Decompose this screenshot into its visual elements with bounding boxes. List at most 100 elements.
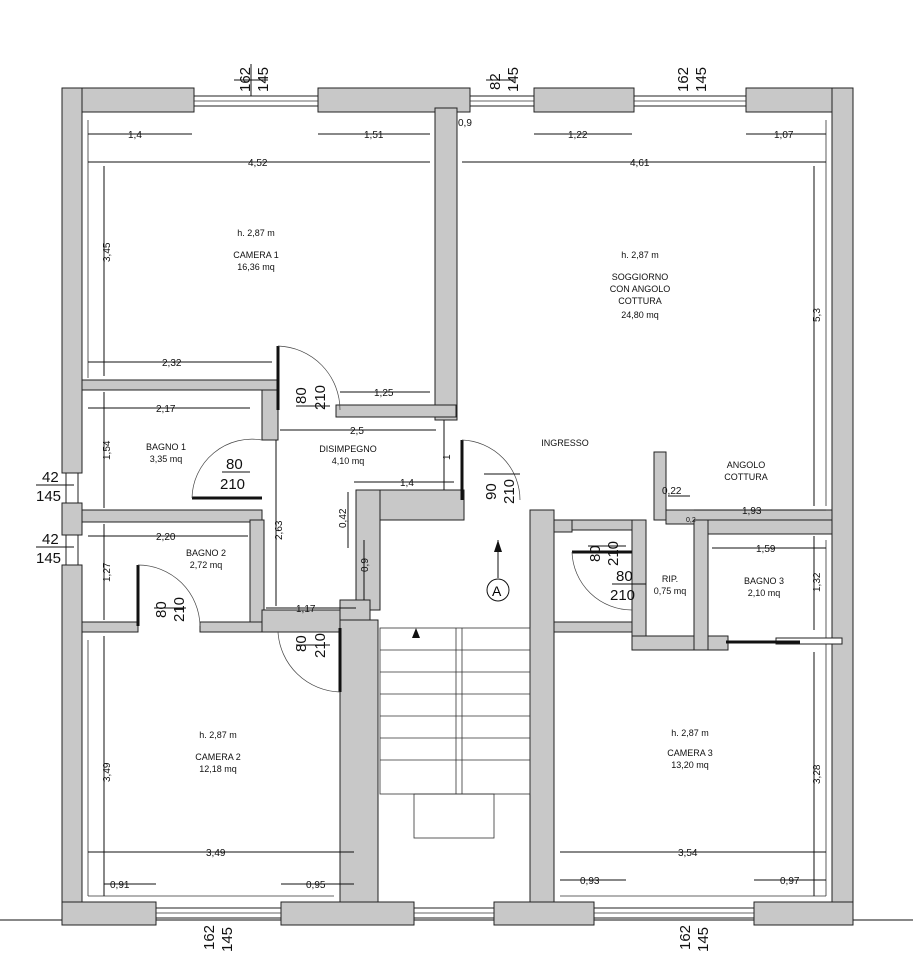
svg-text:42: 42 [42,469,59,486]
door-label-camera2: 80 210 [293,633,330,658]
door-label-bagno2: 80 210 [153,597,188,622]
svg-text:0,9: 0,9 [458,118,472,129]
door-label-camera1: 80 210 [293,385,330,410]
svg-text:0,93: 0,93 [580,876,600,887]
svg-text:16,36 mq: 16,36 mq [237,262,275,272]
svg-text:210: 210 [312,385,329,410]
room-label-rip: RIP. 0,75 mq [654,574,687,596]
svg-text:42: 42 [42,531,59,548]
svg-text:DISIMPEGNO: DISIMPEGNO [319,444,377,454]
svg-text:0,75 mq: 0,75 mq [654,586,687,596]
svg-text:24,80 mq: 24,80 mq [621,310,659,320]
svg-text:BAGNO 3: BAGNO 3 [744,576,784,586]
svg-text:0,42: 0,42 [338,508,349,528]
svg-text:90: 90 [483,483,500,500]
svg-text:210: 210 [501,479,518,504]
svg-text:3,35 mq: 3,35 mq [150,454,183,464]
svg-text:210: 210 [610,587,635,604]
svg-text:80: 80 [226,456,243,473]
svg-text:80: 80 [153,601,170,618]
svg-text:1,4: 1,4 [128,130,142,141]
door-label-bagno1: 80 210 [220,456,250,493]
svg-text:210: 210 [220,476,245,493]
svg-text:4,10 mq: 4,10 mq [332,456,365,466]
svg-text:145: 145 [36,488,61,505]
svg-text:CAMERA 2: CAMERA 2 [195,752,241,762]
svg-text:2,32: 2,32 [162,358,182,369]
svg-text:145: 145 [255,67,272,92]
svg-text:COTTURA: COTTURA [724,472,768,482]
svg-text:RIP.: RIP. [662,574,678,584]
wall-inner-lines [87,120,827,897]
svg-text:0,22: 0,22 [662,486,682,497]
door-label-rip: 80 210 [587,541,626,566]
svg-text:A: A [492,583,502,599]
svg-text:80: 80 [293,635,310,652]
svg-text:h. 2,87 m: h. 2,87 m [199,730,237,740]
svg-text:4,61: 4,61 [630,158,650,169]
svg-text:CAMERA 1: CAMERA 1 [233,250,279,260]
svg-text:1,25: 1,25 [374,388,394,399]
svg-text:145: 145 [693,67,710,92]
room-label-disimpegno: DISIMPEGNO 4,10 mq [319,444,377,466]
room-label-angolo-cottura: ANGOLO COTTURA [724,460,768,482]
staircase [379,627,531,839]
room-label-ingresso: INGRESSO [541,438,589,448]
dimension-labels: 1,4 1,51 0,9 1,22 1,07 4,52 4,61 3,45 5,… [102,118,823,891]
svg-text:1,17: 1,17 [296,604,316,615]
svg-text:0,91: 0,91 [110,880,130,891]
svg-text:h. 2,87 m: h. 2,87 m [671,728,709,738]
svg-text:82: 82 [487,73,504,90]
window-label-top-left: 162 145 [234,64,272,96]
svg-text:162: 162 [677,925,694,950]
svg-text:162: 162 [201,925,218,950]
svg-text:162: 162 [237,67,254,92]
svg-text:210: 210 [171,597,188,622]
window-labels: 162 145 82 145 162 145 42 145 42 145 162… [36,64,712,952]
svg-text:0,9: 0,9 [360,558,371,572]
interior-walls [81,107,833,903]
svg-text:BAGNO 1: BAGNO 1 [146,442,186,452]
svg-text:1,51: 1,51 [364,130,384,141]
svg-text:12,18 mq: 12,18 mq [199,764,237,774]
room-label-bagno1: BAGNO 1 3,35 mq [146,442,186,464]
room-label-camera2: h. 2,87 m CAMERA 2 12,18 mq [195,730,241,774]
dimension-lines [88,133,826,896]
svg-text:INGRESSO: INGRESSO [541,438,589,448]
room-label-camera3: h. 2,87 m CAMERA 3 13,20 mq [667,728,713,770]
svg-text:3,45: 3,45 [102,242,113,262]
svg-text:1,22: 1,22 [568,130,588,141]
svg-text:1,27: 1,27 [102,562,113,582]
svg-text:210: 210 [312,633,329,658]
room-label-camera1: h. 2,87 m CAMERA 1 16,36 mq [233,228,279,272]
svg-text:1,59: 1,59 [756,544,776,555]
svg-text:1,93: 1,93 [742,506,762,517]
svg-text:CON ANGOLO: CON ANGOLO [610,284,671,294]
svg-text:h. 2,87 m: h. 2,87 m [621,250,659,260]
room-label-bagno3: BAGNO 3 2,10 mq [744,576,784,598]
svg-text:2,10 mq: 2,10 mq [748,588,781,598]
door-label-rip-2: 80 210 [610,568,646,604]
svg-text:0,95: 0,95 [306,880,326,891]
door-label-ingresso: 90 210 [483,473,520,504]
svg-text:145: 145 [219,927,236,952]
svg-text:2,72 mq: 2,72 mq [190,560,223,570]
svg-text:145: 145 [505,67,522,92]
svg-text:2,5: 2,5 [350,426,364,437]
svg-text:210: 210 [605,541,622,566]
svg-text:1,54: 1,54 [102,440,113,460]
window-label-left-1: 42 145 [36,469,74,505]
svg-text:h. 2,87 m: h. 2,87 m [237,228,275,238]
svg-text:CAMERA 3: CAMERA 3 [667,748,713,758]
svg-text:3,28: 3,28 [812,764,823,784]
svg-text:COTTURA: COTTURA [618,296,662,306]
window-label-left-2: 42 145 [36,531,74,567]
room-label-bagno2: BAGNO 2 2,72 mq [186,548,226,570]
window-label-bottom-right: 162 145 [677,925,712,952]
svg-text:162: 162 [675,67,692,92]
svg-text:BAGNO 2: BAGNO 2 [186,548,226,558]
svg-text:1,32: 1,32 [812,572,823,592]
svg-text:13,20 mq: 13,20 mq [671,760,709,770]
svg-text:4,52: 4,52 [248,158,268,169]
